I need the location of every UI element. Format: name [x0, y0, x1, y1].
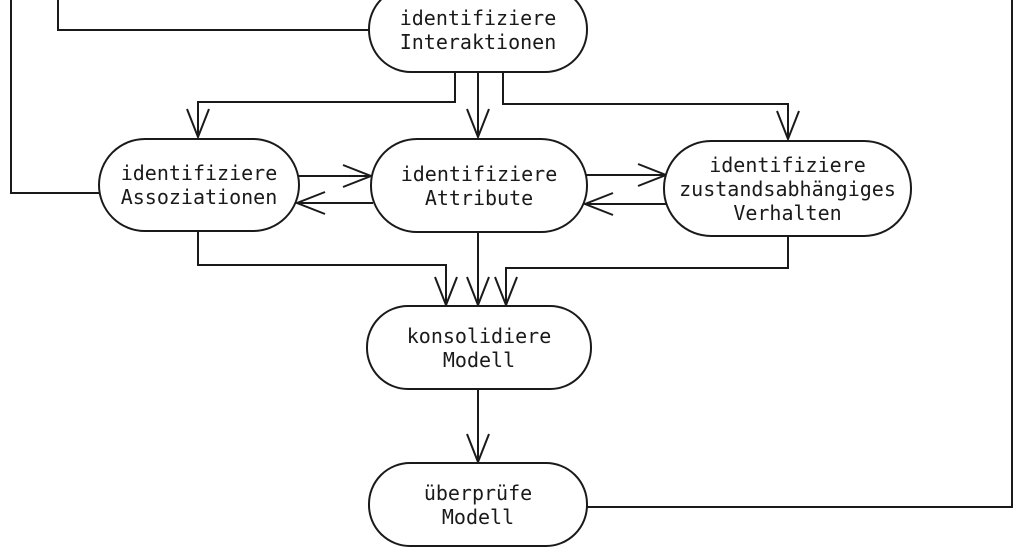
node-label-line: Interaktionen [399, 29, 557, 54]
edge-interaktionen-to-verhalten [502, 71, 800, 142]
edge-attribute-to-assoziationen [294, 191, 373, 215]
edge-verhalten-to-konsolidiere [494, 235, 789, 308]
node-label-line: identifiziere [399, 5, 557, 30]
edge-attribute-to-konsolidiere [466, 231, 490, 308]
node-identifiziere-attribute: identifiziere Attribute [370, 138, 588, 233]
node-label-line: identifiziere [709, 152, 866, 177]
node-label-line: Modell [441, 504, 515, 529]
node-label-line: Verhalten [733, 200, 842, 225]
node-konsolidiere-modell: konsolidiere Modell [366, 305, 592, 390]
node-label-line: Attribute [424, 185, 534, 210]
node-label-line: zustandsabhängiges [679, 176, 896, 201]
node-label-line: Modell [442, 347, 516, 372]
edge-offscreen-to-interaktionen [57, 0, 372, 31]
edge-ueberpruefe-to-offscreen [585, 0, 1013, 508]
node-label-line: identifiziere [400, 161, 558, 186]
edge-assoziationen-to-konsolidiere [197, 230, 458, 308]
edge-konsolidiere-to-ueberpruefe [466, 388, 490, 465]
edge-interaktionen-to-assoziationen [186, 71, 456, 140]
node-identifiziere-zustandsabhaengiges-verhalten: identifiziere zustandsabhängiges Verhalt… [663, 140, 912, 237]
node-identifiziere-assoziationen: identifiziere Assoziationen [98, 138, 300, 232]
edge-assoziationen-to-attribute [297, 164, 374, 188]
node-label-line: konsolidiere [406, 323, 552, 348]
edge-attribute-to-verhalten [585, 163, 669, 187]
node-label-line: überprüfe [423, 480, 533, 505]
node-identifiziere-interaktionen: identifiziere Interaktionen [368, 0, 588, 73]
edge-verhalten-to-attribute [582, 192, 668, 216]
node-label-line: identifiziere [120, 161, 278, 185]
edge-interaktionen-to-attribute [466, 71, 490, 140]
node-label-line: Assoziationen [120, 185, 278, 209]
node-ueberpruefe-modell: überprüfe Modell [368, 462, 588, 547]
edge-offscreen-to-assoziationen [10, 0, 104, 194]
